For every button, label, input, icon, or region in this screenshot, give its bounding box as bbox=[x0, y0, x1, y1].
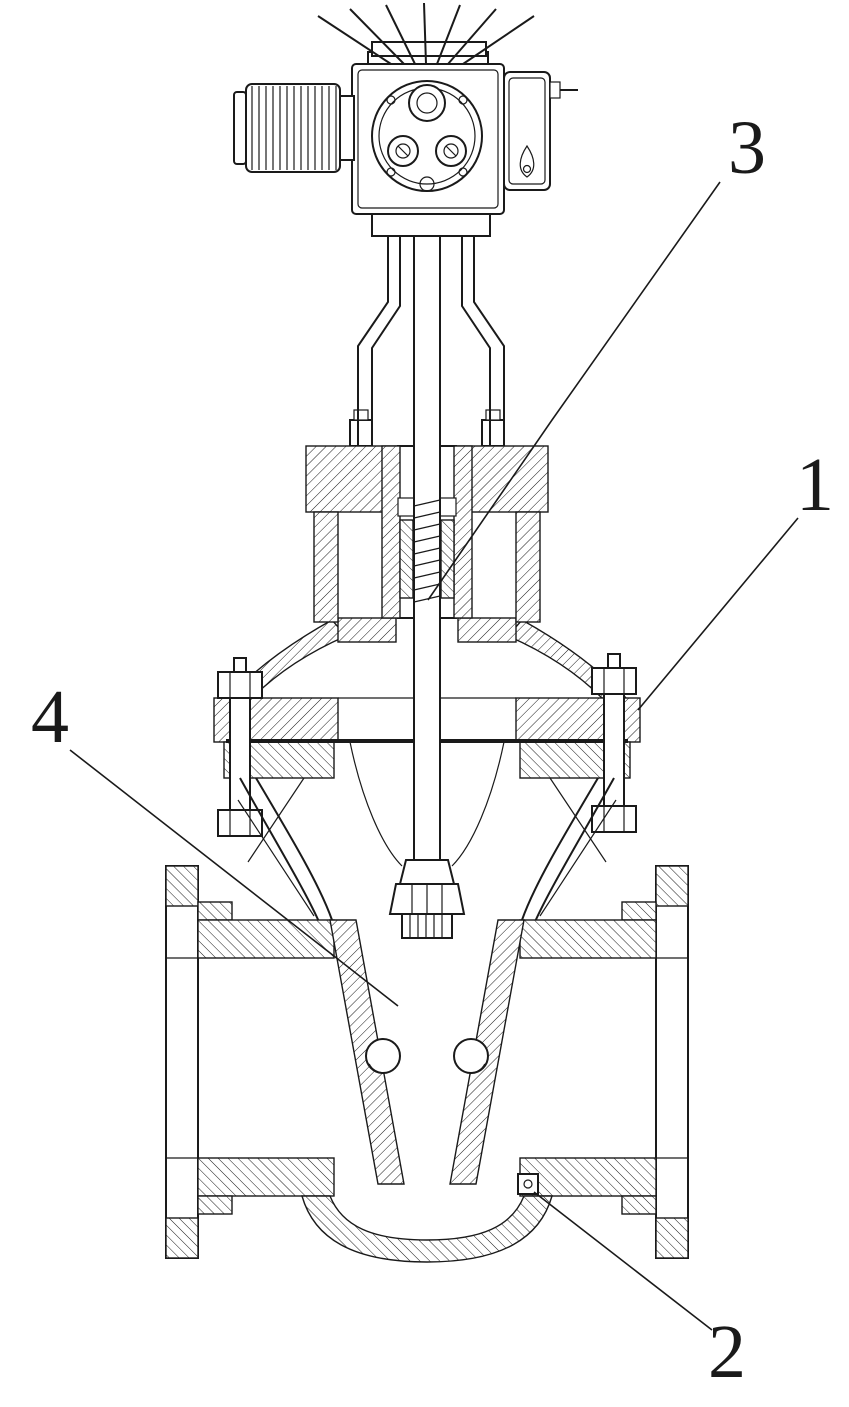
valve-stem bbox=[413, 233, 441, 873]
flange-bolt-right bbox=[591, 653, 637, 833]
gland-bolt-right bbox=[481, 419, 505, 447]
handwheel bbox=[317, 2, 535, 65]
leader-line-2 bbox=[533, 1191, 713, 1331]
stem-gate-connector bbox=[388, 859, 466, 939]
leader-lines bbox=[69, 181, 799, 1331]
ref-label-1: 1 bbox=[796, 443, 834, 527]
pipe-flange-left bbox=[165, 865, 335, 1259]
actuator-base-plate bbox=[371, 213, 491, 237]
ref-label-3: 3 bbox=[728, 106, 766, 190]
bottom-cap bbox=[301, 1173, 553, 1263]
gate-wedge bbox=[329, 919, 525, 1185]
motor bbox=[233, 83, 355, 173]
gland-bolt-left bbox=[349, 419, 373, 447]
leader-line-4 bbox=[69, 749, 399, 1007]
seat-plug bbox=[517, 1173, 539, 1195]
yoke-leg-left bbox=[313, 511, 339, 623]
reference-numerals: 3 1 4 2 bbox=[31, 106, 834, 1394]
packing-right bbox=[440, 519, 455, 599]
leader-line-3 bbox=[427, 181, 721, 601]
ref-label-4: 4 bbox=[31, 675, 69, 759]
body-side-walls bbox=[237, 777, 617, 925]
stuffing-box-left bbox=[381, 445, 401, 619]
stuffing-box-right bbox=[453, 445, 473, 619]
leader-line-1 bbox=[637, 517, 799, 711]
yoke-leg-right bbox=[515, 511, 541, 623]
pipe-flange-right bbox=[519, 865, 689, 1259]
packing-left bbox=[399, 519, 414, 599]
flange-bolt-left bbox=[217, 657, 263, 837]
electric-actuator bbox=[233, 2, 578, 237]
yoke bbox=[357, 234, 505, 446]
ref-label-2: 2 bbox=[708, 1310, 746, 1394]
junction-box bbox=[503, 71, 578, 191]
